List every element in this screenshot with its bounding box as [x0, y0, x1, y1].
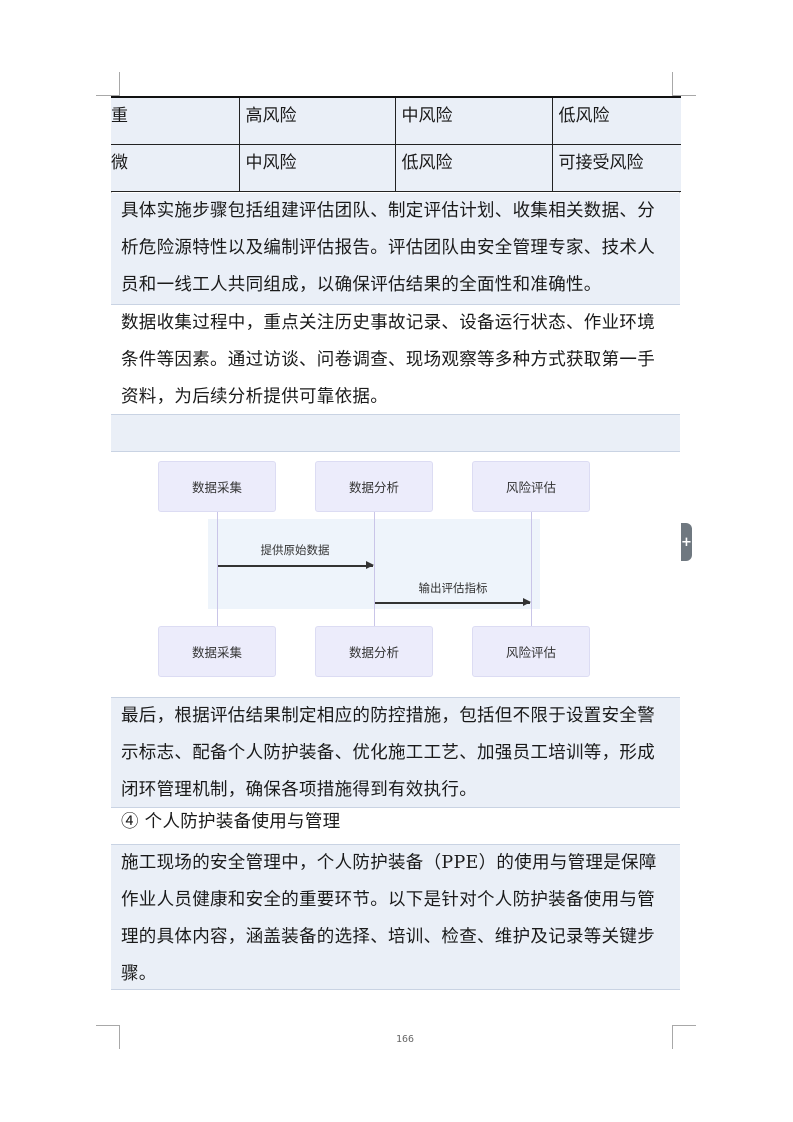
actor-risk-assessment-top: 风险评估 — [472, 461, 590, 512]
table-cell: 可接受风险 — [551, 143, 681, 192]
paragraph-implementation-steps[interactable]: 具体实施步骤包括组建评估团队、制定评估计划、收集相关数据、分析危险源特性以及编制… — [111, 193, 680, 304]
crop-mark-bottom-right-v — [672, 1025, 673, 1049]
table-cell: 重 — [111, 96, 240, 145]
message-label: 提供原始数据 — [260, 543, 330, 557]
crop-mark-top-left-v — [119, 72, 120, 96]
table-cell: 中风险 — [238, 143, 396, 192]
empty-shaded-paragraph[interactable] — [111, 414, 680, 451]
lifeline-risk-assessment — [531, 512, 532, 626]
actor-risk-assessment-bottom: 风险评估 — [472, 626, 590, 677]
paragraph-control-measures[interactable]: 最后，根据评估结果制定相应的防控措施，包括但不限于设置安全警示标志、配备个人防护… — [111, 697, 680, 807]
message-label: 输出评估指标 — [418, 581, 488, 595]
crop-mark-top-right-h — [672, 95, 696, 96]
crop-mark-top-right-v — [672, 72, 673, 96]
section-heading-ppe[interactable]: ④ 个人防护装备使用与管理 — [111, 807, 680, 844]
crop-mark-bottom-left-h — [96, 1025, 120, 1026]
table-cell: 中风险 — [394, 96, 553, 145]
add-block-handle[interactable]: + — [681, 523, 692, 561]
crop-mark-bottom-left-v — [119, 1025, 120, 1049]
page-number: 166 — [395, 1034, 415, 1045]
table-cell: 低风险 — [394, 143, 553, 192]
table-cell: 微 — [111, 143, 240, 192]
crop-mark-top-left-h — [96, 95, 120, 96]
table-cell: 低风险 — [551, 96, 681, 145]
table-row: 微 中风险 低风险 可接受风险 — [111, 143, 681, 192]
table-row: 重 高风险 中风险 低风险 — [111, 96, 681, 145]
message-arrow — [218, 562, 374, 568]
lifeline-data-collection — [217, 512, 218, 626]
sequence-diagram[interactable]: 数据采集 数据分析 风险评估 提供原始数据 输出评估指标 数据采集 数据分析 风… — [111, 451, 680, 698]
paragraph-ppe-intro[interactable]: 施工现场的安全管理中，个人防护装备（PPE）的使用与管理是保障作业人员健康和安全… — [111, 844, 680, 990]
risk-matrix-table: 重 高风险 中风险 低风险 微 中风险 低风险 可接受风险 — [111, 96, 681, 192]
message-arrow — [375, 599, 531, 605]
lifeline-data-analysis — [374, 512, 375, 626]
actor-data-collection-top: 数据采集 — [158, 461, 276, 512]
crop-mark-bottom-right-h — [672, 1025, 696, 1026]
actor-data-analysis-bottom: 数据分析 — [315, 626, 433, 677]
plus-icon: + — [681, 534, 692, 550]
paragraph-data-collection[interactable]: 数据收集过程中，重点关注历史事故记录、设备运行状态、作业环境条件等因素。通过访谈… — [111, 304, 680, 414]
actor-data-collection-bottom: 数据采集 — [158, 626, 276, 677]
table-cell: 高风险 — [238, 96, 396, 145]
actor-data-analysis-top: 数据分析 — [315, 461, 433, 512]
